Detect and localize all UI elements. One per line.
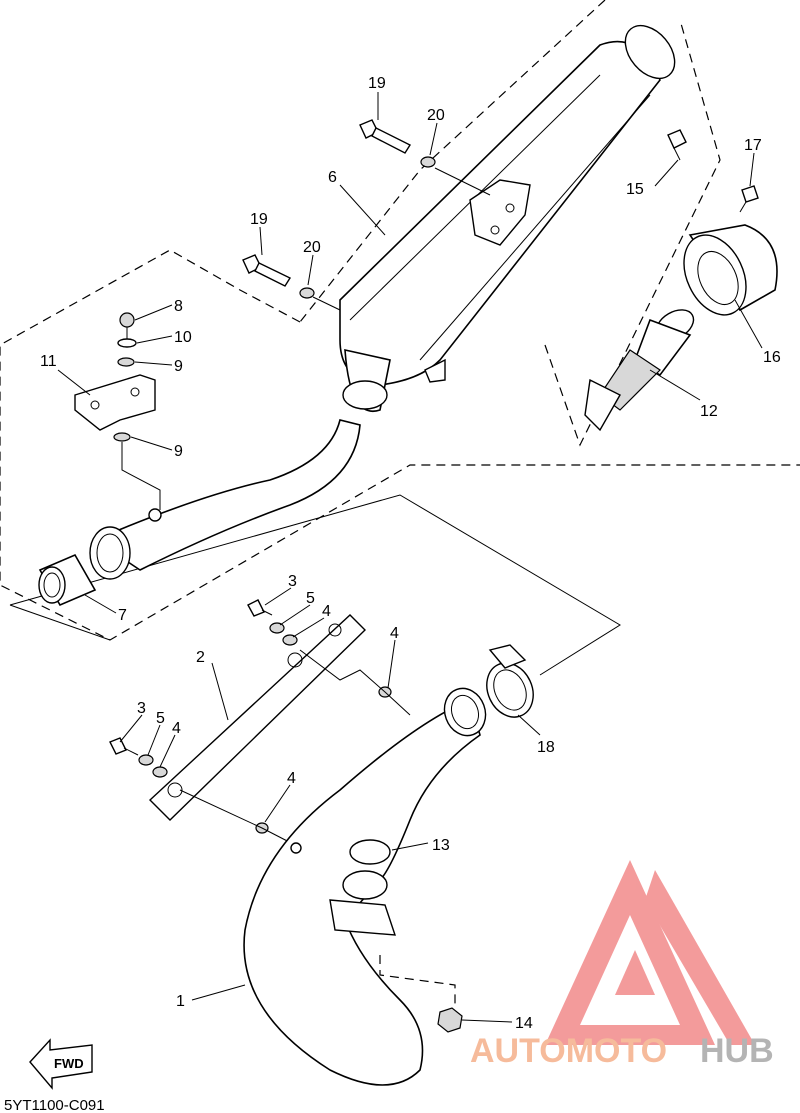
clamp-16	[486, 644, 534, 718]
washer-5-lower	[138, 754, 154, 766]
nut-18	[379, 955, 463, 1033]
drawing-code: 5YT1100-C091	[4, 1097, 105, 1113]
callout-4-bottom: 4	[287, 770, 296, 787]
muffler	[339, 24, 676, 412]
watermark-text-a: AUTOMOTO	[470, 1032, 667, 1070]
callout-13: 15	[626, 181, 644, 198]
callout-4-upper: 4	[322, 603, 331, 620]
callout-5-lower: 5	[156, 710, 165, 727]
bracket-11	[74, 374, 156, 431]
callout-1: 1	[176, 993, 185, 1010]
callout-20-upper: 20	[427, 107, 445, 124]
callout-17: 13	[432, 837, 450, 854]
washer-20-upper	[420, 156, 436, 168]
callout-11: 11	[40, 353, 57, 370]
callout-19-upper: 19	[368, 75, 386, 92]
bolt-19-lower	[242, 254, 292, 287]
callout-15: 17	[744, 137, 762, 154]
spark-arrester-12	[584, 309, 695, 432]
washer-9-top	[117, 357, 135, 367]
callout-6: 6	[328, 169, 337, 186]
washer-9-bottom	[113, 432, 131, 442]
watermark-logo	[545, 860, 755, 1045]
watermark: AUTOMOTO HUB	[470, 860, 774, 1070]
gasket-7	[38, 553, 97, 607]
callout-10: 10	[174, 329, 192, 346]
callout-9-bottom: 9	[174, 443, 183, 460]
dashed-group-muffler	[0, 0, 800, 641]
muffler-link-pipe	[89, 419, 361, 580]
callout-18: 14	[515, 1015, 533, 1032]
dashed-group-exhaust-pipe	[9, 494, 621, 676]
end-cap-14	[683, 224, 778, 316]
heat-protector-2	[148, 614, 366, 821]
watermark-text-b: HUB	[700, 1032, 774, 1070]
callout-3-lower: 3	[137, 700, 146, 717]
callout-12: 12	[700, 403, 718, 420]
washer-4-lower	[152, 766, 168, 778]
fwd-label: FWD	[54, 1056, 84, 1071]
callout-16: 18	[537, 739, 555, 756]
callout-4-mid: 4	[390, 625, 399, 642]
bolt-3-upper	[247, 599, 273, 617]
callout-20-lower: 20	[303, 239, 321, 256]
washer-10	[117, 338, 137, 348]
washer-5-upper	[269, 622, 285, 634]
fwd-arrow: FWD	[29, 1038, 93, 1090]
callout-9-top: 9	[174, 358, 183, 375]
callout-14: 16	[763, 349, 781, 366]
washer-20-lower	[299, 287, 315, 299]
callout-labels: 19 20 6 19 20 8 10 9 11 9 7 15 17 16 12 …	[40, 75, 781, 1032]
callout-7: 7	[118, 607, 127, 624]
callout-4-lower: 4	[172, 720, 181, 737]
callout-5-upper: 5	[306, 590, 315, 607]
washer-4-upper	[282, 634, 298, 646]
gasket-17	[349, 839, 391, 865]
bolt-3-lower	[109, 737, 139, 756]
callout-8: 8	[174, 298, 183, 315]
bolt-13	[667, 129, 687, 161]
bolt-19-upper	[359, 119, 412, 154]
callout-19-lower: 19	[250, 211, 268, 228]
callout-2: 2	[196, 649, 205, 666]
callout-3-upper: 3	[288, 573, 297, 590]
pipe-flange	[329, 870, 396, 936]
bolt-15	[739, 185, 759, 213]
leader-lines	[57, 92, 763, 1023]
